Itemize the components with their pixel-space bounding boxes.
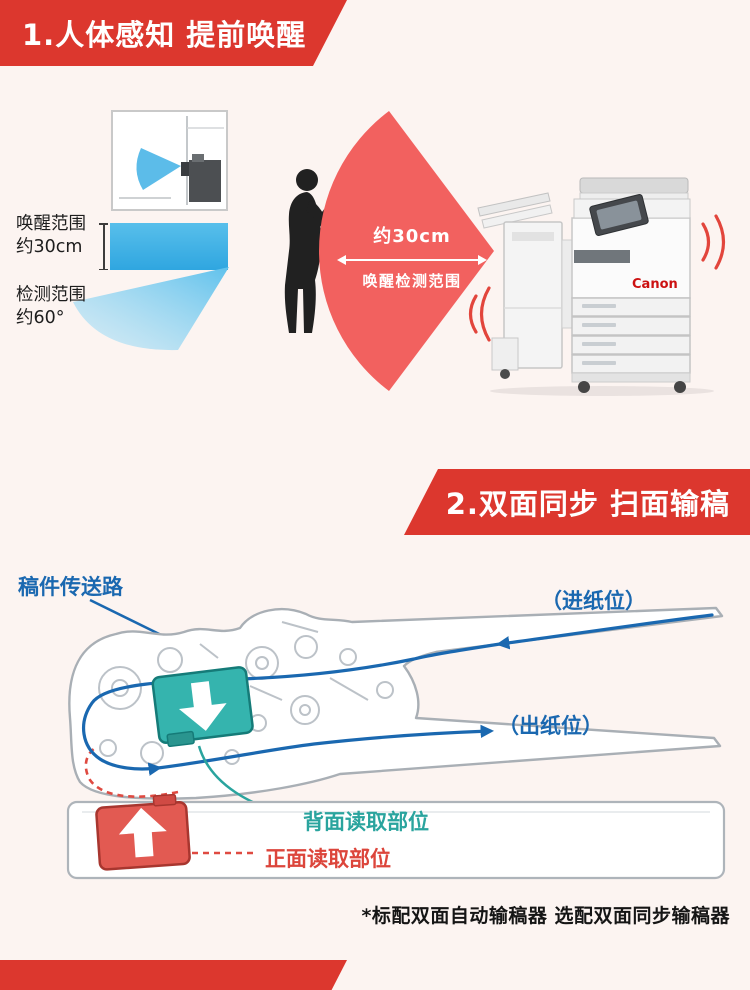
- wake-range-label: 唤醒范围 约30cm: [16, 214, 86, 258]
- section2-title: 2.双面同步 扫面输稿: [445, 487, 730, 521]
- footnote: *标配双面自动输稿器 选配双面同步输稿器: [361, 905, 730, 927]
- paper-drawers: [571, 297, 691, 374]
- detection-fan-blue: [73, 267, 229, 351]
- room-sensor-diagram: [111, 110, 228, 211]
- arrow-right-icon: [478, 255, 487, 265]
- back-read-unit: [151, 666, 254, 748]
- motion-sensor: [181, 162, 189, 176]
- arrow-left-icon: [337, 255, 346, 265]
- section1-title: 1.人体感知 提前唤醒: [22, 18, 307, 52]
- wake-range-strip: [110, 223, 228, 270]
- section2-banner: 2.双面同步 扫面输稿: [404, 469, 750, 535]
- printer-illustration: Canon: [468, 177, 726, 396]
- back-read-label: 背面读取部位: [303, 810, 429, 834]
- front-read-label: 正面读取部位: [265, 847, 391, 871]
- platen-box: [66, 800, 726, 880]
- double-arrow-line: [337, 255, 487, 265]
- fan-annotation: 约30cm 唤醒检测范围: [337, 222, 487, 291]
- printer-brand-logo: Canon: [632, 277, 678, 292]
- section3-banner-partial: [0, 960, 347, 990]
- copier-side-view: [189, 160, 221, 202]
- vibration-marks-icon: [468, 214, 726, 342]
- up-arrow-icon: [118, 807, 167, 858]
- control-panel: [589, 194, 649, 236]
- front-read-path: [84, 746, 179, 798]
- detect-range-label: 检测范围 约60°: [16, 285, 86, 329]
- exit-position-label: （出纸位）: [498, 714, 603, 738]
- feed-position-label: （进纸位）: [541, 589, 646, 613]
- fan-distance-text: 约30cm: [373, 226, 451, 247]
- down-arrow-icon: [178, 681, 227, 731]
- document-feeder: [579, 177, 689, 194]
- wake-detection-fan: [319, 111, 494, 391]
- section1-banner: 1.人体感知 提前唤醒: [0, 0, 347, 66]
- fan-caption-text: 唤醒检测范围: [362, 272, 462, 290]
- adf-cross-section-diagram: [66, 598, 726, 880]
- sensor-beam: [136, 148, 181, 190]
- doc-path-label: 稿件传送路: [18, 575, 123, 599]
- measure-bracket: [99, 223, 108, 270]
- front-read-unit: [95, 793, 191, 871]
